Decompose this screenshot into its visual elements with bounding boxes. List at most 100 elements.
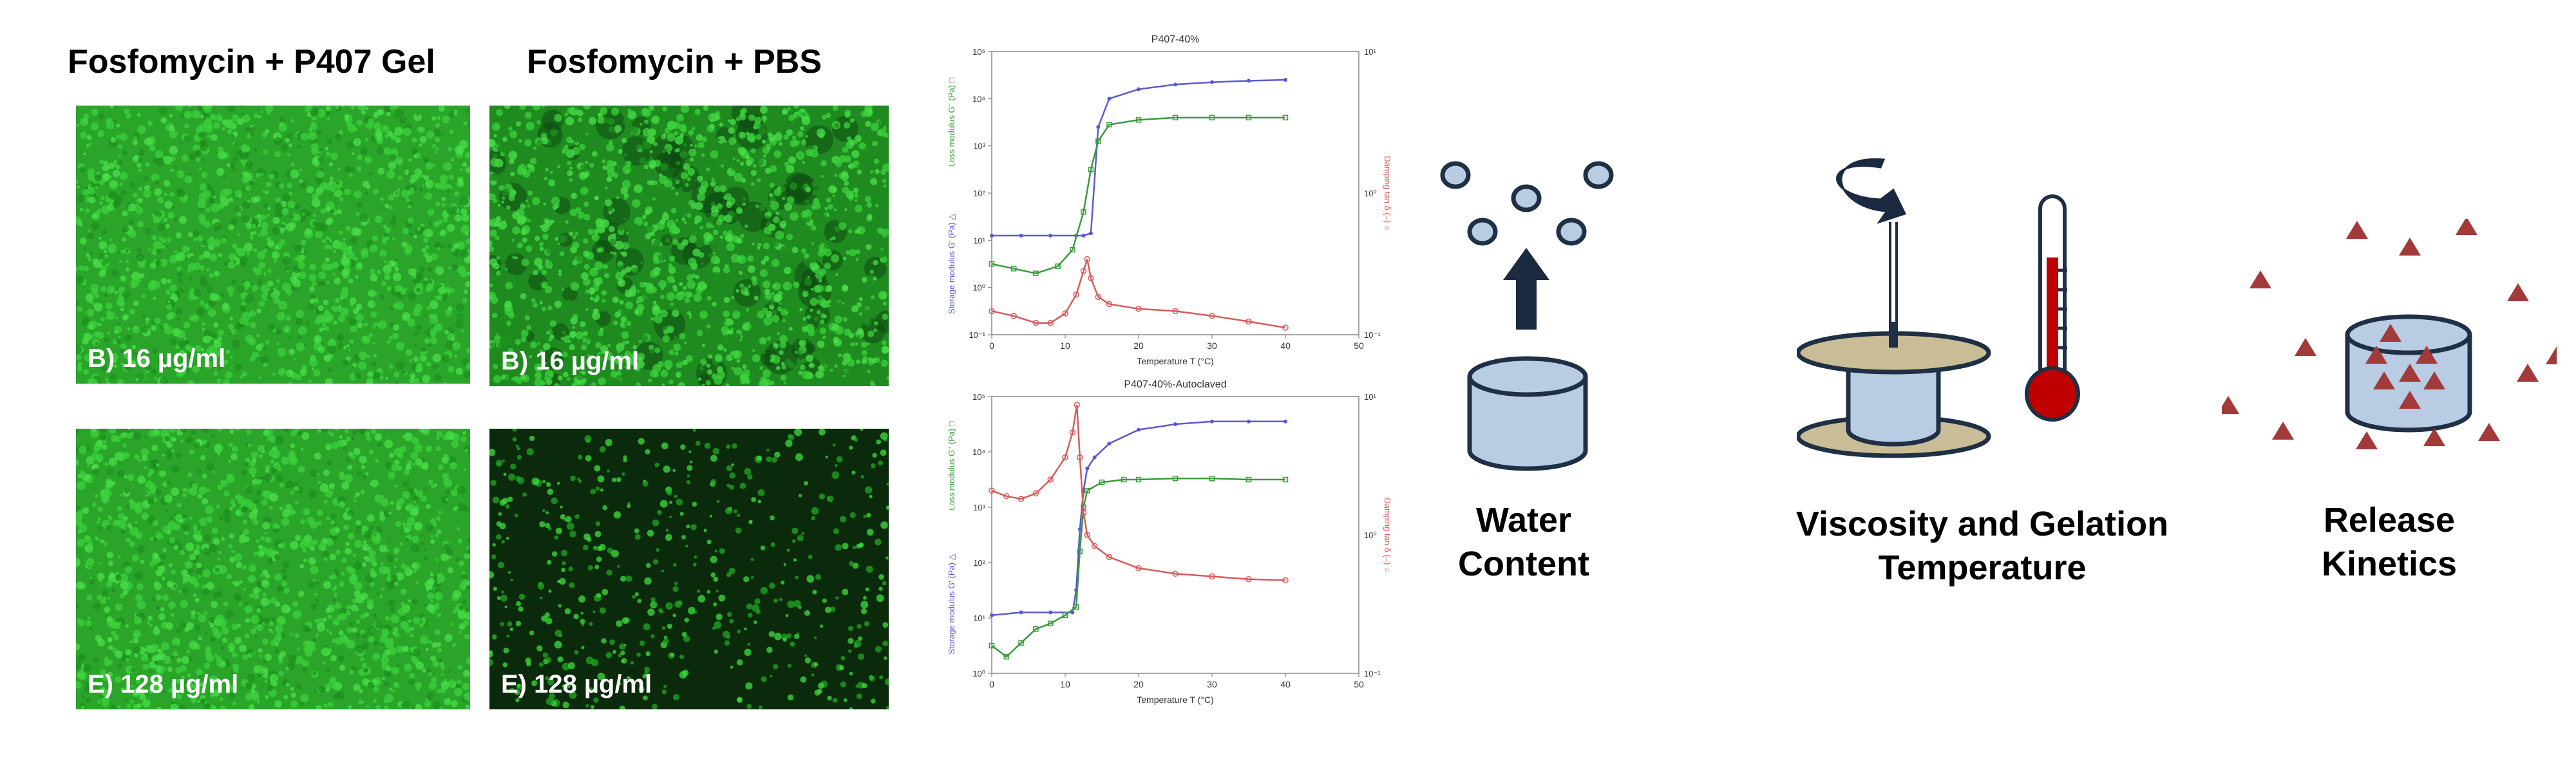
data-point-loss xyxy=(1070,247,1075,253)
viscosity-label: Viscosity and Gelation Temperature xyxy=(1763,502,2201,590)
data-point-storage xyxy=(1247,79,1251,83)
thermometer-icon xyxy=(2025,194,2080,422)
micrograph-gel-128: E) 128 µg/ml xyxy=(76,429,470,709)
data-point-tan xyxy=(989,308,995,315)
data-point-tan xyxy=(1282,577,1289,584)
x-tick-label: 50 xyxy=(1354,341,1364,351)
data-point-tan xyxy=(1077,454,1083,461)
micrograph-label: B) 16 µg/ml xyxy=(88,344,226,373)
data-point-tan xyxy=(1003,493,1010,500)
triangle-particle xyxy=(2222,396,2239,414)
x-tick-label: 40 xyxy=(1280,341,1291,351)
series-line-loss xyxy=(991,117,1285,274)
data-point-tan xyxy=(1282,324,1289,331)
data-point-tan xyxy=(1209,573,1215,580)
y-tick-label: 10⁻¹ xyxy=(969,330,985,340)
triangle-particle xyxy=(2423,371,2445,389)
data-point-tan xyxy=(1209,312,1215,319)
data-point-tan xyxy=(1106,301,1113,308)
triangle-particle xyxy=(2399,238,2421,256)
triangle-particle xyxy=(2399,364,2421,382)
y-tick-label: 10² xyxy=(973,558,985,568)
rotation-arrow-icon xyxy=(1836,158,1907,224)
release-kinetics-label-line2: Kinetics xyxy=(2321,545,2458,583)
pbs-column-title: Fosfomycin + PBS xyxy=(527,43,822,80)
data-point-loss xyxy=(1209,476,1215,481)
data-point-tan xyxy=(1135,565,1142,572)
data-point-loss xyxy=(1055,263,1061,269)
micrograph-gel-16: B) 16 µg/ml xyxy=(76,106,470,384)
data-point-tan xyxy=(1080,509,1087,516)
data-point-storage xyxy=(1019,234,1023,238)
triangle-particle xyxy=(2423,428,2445,446)
viscosity-label-line2: Temperature xyxy=(1878,548,2087,587)
data-point-loss xyxy=(1084,487,1090,494)
data-point-tan xyxy=(1018,496,1025,502)
data-point-tan xyxy=(1073,291,1079,298)
gel-column-title: Fosfomycin + P407 Gel xyxy=(68,43,435,80)
viscosity-illustration xyxy=(1797,158,2080,458)
triangle-particle xyxy=(2478,423,2500,441)
y-tick-label: 10⁵ xyxy=(972,47,985,57)
triangle-particle xyxy=(2295,338,2316,356)
triangle-particle-icon xyxy=(2222,219,2557,449)
water-content-illustration xyxy=(1440,161,1614,471)
data-point-storage xyxy=(1247,419,1251,424)
data-point-tan xyxy=(1245,318,1252,325)
droplet-icon xyxy=(1440,161,1614,246)
data-point-storage xyxy=(990,234,994,238)
data-point-loss xyxy=(1077,548,1083,555)
data-point-tan xyxy=(1084,256,1090,263)
data-point-loss xyxy=(1003,653,1010,660)
data-point-storage xyxy=(1019,610,1023,615)
data-point-tan xyxy=(1032,319,1039,326)
water-content-label: Water Content xyxy=(1414,498,1633,586)
chart-title: P407-40% xyxy=(1151,34,1200,45)
data-point-loss xyxy=(1245,476,1252,483)
data-point-tan xyxy=(1062,310,1068,317)
data-point-tan xyxy=(1084,532,1090,538)
x-tick-label: 30 xyxy=(1207,679,1217,689)
micrograph-pbs-128: E) 128 µg/ml xyxy=(489,429,889,709)
micrograph-gel-128-image xyxy=(76,429,470,709)
y-right-tick-label: 10⁰ xyxy=(1364,530,1377,540)
triangle-particle xyxy=(2356,431,2378,449)
y-tick-label: 10³ xyxy=(973,503,985,512)
rheometer-icon xyxy=(1797,222,1991,458)
data-point-tan xyxy=(1172,570,1179,577)
data-point-tan xyxy=(1106,554,1113,561)
data-point-loss xyxy=(1033,626,1039,632)
y-tick-label: 10⁰ xyxy=(972,669,985,678)
y-axis-label-tan: Damping tan δ (–) ○ xyxy=(1383,498,1391,572)
x-tick-label: 10 xyxy=(1060,679,1070,689)
data-point-loss xyxy=(989,642,995,649)
data-point-tan xyxy=(1080,268,1087,274)
micrograph-pbs-128-image xyxy=(489,429,889,709)
plot-frame xyxy=(991,51,1359,335)
data-point-tan xyxy=(1245,576,1252,583)
data-point-loss xyxy=(1073,604,1079,610)
data-point-loss xyxy=(1172,115,1179,120)
triangle-particle xyxy=(2399,391,2421,409)
data-point-storage xyxy=(1107,97,1112,101)
data-point-loss xyxy=(1282,476,1289,483)
y-tick-label: 10⁵ xyxy=(972,392,985,402)
data-point-loss xyxy=(1095,138,1101,144)
micrograph-label: E) 128 µg/ml xyxy=(88,670,239,698)
triangle-particle xyxy=(2416,346,2438,364)
y-axis-label-storage: Storage modulus G' (Pa) △ xyxy=(947,214,956,314)
data-point-loss xyxy=(1047,621,1054,626)
data-point-tan xyxy=(1047,319,1054,326)
x-tick-label: 40 xyxy=(1280,679,1291,689)
y-axis-label-loss: Loss modulus G'' (Pa) □ xyxy=(947,78,956,167)
data-point-tan xyxy=(1032,490,1039,497)
data-point-loss xyxy=(1033,270,1039,276)
data-point-storage xyxy=(1210,80,1214,84)
y-tick-label: 10¹ xyxy=(973,613,985,623)
micrograph-label: E) 128 µg/ml xyxy=(501,670,652,698)
y-axis-label-storage: Storage modulus G' (Pa) △ xyxy=(947,554,956,654)
triangle-particle xyxy=(2380,324,2401,342)
